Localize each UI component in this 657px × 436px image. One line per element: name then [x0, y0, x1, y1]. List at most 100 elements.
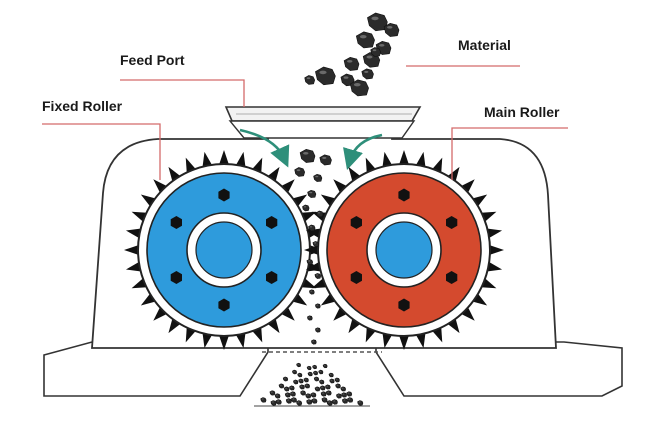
material-highlight: [306, 394, 309, 396]
material-lump: [341, 398, 348, 404]
feed-port-label: Feed Port: [120, 52, 185, 68]
bolt-icon: [446, 216, 458, 229]
material-lump: [340, 386, 347, 392]
base-plate-left: [43, 341, 269, 397]
material-highlight: [297, 363, 299, 365]
material-highlight: [343, 76, 349, 79]
material-lump: [274, 393, 281, 399]
bolt-icon: [266, 271, 278, 284]
material-lump: [313, 370, 319, 376]
roller-tooth: [153, 179, 171, 197]
material-lump: [341, 392, 347, 398]
material-lump: [357, 400, 364, 406]
material-lump: [329, 378, 335, 384]
base-plate-right: [375, 341, 623, 397]
material-highlight: [343, 399, 346, 401]
material-highlight: [313, 365, 315, 367]
material-lump: [325, 384, 331, 390]
material-lump: [299, 384, 305, 390]
main-roller: [304, 150, 504, 350]
material-lump: [336, 393, 342, 399]
fixed-roller-shaft: [195, 221, 253, 279]
roller-tooth: [277, 303, 295, 321]
material-lump: [315, 327, 321, 333]
material-highlight: [330, 379, 333, 381]
callout-line-fixed-roller: [42, 123, 161, 180]
callout-line-feed-port: [120, 79, 245, 107]
material-highlight: [322, 398, 325, 400]
material-highlight: [322, 156, 327, 159]
material-lump: [322, 363, 328, 369]
material-highlight: [312, 340, 315, 342]
material-highlight: [315, 175, 319, 178]
material-highlight: [270, 391, 273, 393]
material-lump: [270, 400, 277, 406]
material-lump: [318, 369, 324, 375]
material-highlight: [277, 400, 280, 402]
material-highlight: [336, 384, 339, 386]
material-lump: [383, 22, 400, 37]
material-lump: [303, 377, 309, 383]
material-lump: [298, 378, 304, 384]
feed-arrow-right: [343, 133, 383, 170]
material-highlight: [317, 212, 321, 214]
material-lump: [313, 376, 320, 382]
material-lump: [311, 398, 318, 404]
material-lump: [290, 397, 297, 403]
main-roller-shaft: [375, 221, 433, 279]
material-highlight: [305, 384, 308, 386]
material-lump: [296, 400, 303, 406]
material-lump: [346, 391, 353, 397]
material-highlight: [308, 316, 311, 318]
material-lump: [321, 397, 328, 403]
material-lump: [307, 371, 313, 377]
material-lump: [325, 390, 332, 396]
material-particles-falling: [294, 148, 332, 345]
material-highlight: [293, 370, 295, 372]
material-highlight: [301, 391, 304, 393]
material-highlight: [287, 399, 290, 401]
material-highlight: [322, 392, 324, 394]
material-lump: [306, 365, 312, 371]
material-lump: [335, 383, 341, 389]
material-lump: [328, 372, 334, 378]
material-highlight: [328, 401, 331, 403]
material-lumps-incoming: [304, 12, 400, 97]
main-roller-label: Main Roller: [484, 104, 560, 120]
fixed-roller: [124, 150, 324, 350]
material-lump: [282, 376, 289, 382]
material-lump: [304, 383, 311, 389]
material-highlight: [323, 364, 326, 366]
material-highlight: [347, 392, 350, 394]
material-lump: [289, 385, 295, 391]
material-highlight: [316, 274, 319, 276]
bolt-icon: [398, 188, 410, 202]
material-highlight: [316, 328, 319, 330]
material-lump: [269, 390, 276, 396]
material-lump: [315, 66, 336, 86]
material-highlight: [319, 370, 322, 372]
material-lump: [284, 392, 291, 398]
material-highlight: [292, 398, 295, 400]
material-highlight: [320, 380, 323, 382]
material-highlight: [347, 59, 353, 63]
material-highlight: [298, 373, 301, 375]
material-highlight: [316, 387, 318, 389]
material-highlight: [310, 290, 313, 292]
material-lump: [319, 385, 326, 391]
material-highlight: [321, 386, 323, 388]
material-highlight: [290, 386, 293, 388]
material-highlight: [333, 400, 336, 402]
material-lump: [260, 397, 267, 403]
material-lump: [361, 68, 374, 80]
material-lump: [334, 377, 340, 383]
feed-arrow-left: [239, 128, 290, 168]
material-highlight: [337, 394, 340, 396]
material-highlight: [379, 43, 385, 47]
material-highlight: [314, 242, 317, 244]
material-lump: [283, 386, 290, 392]
material-lump: [319, 379, 325, 385]
material-lump: [305, 393, 312, 399]
